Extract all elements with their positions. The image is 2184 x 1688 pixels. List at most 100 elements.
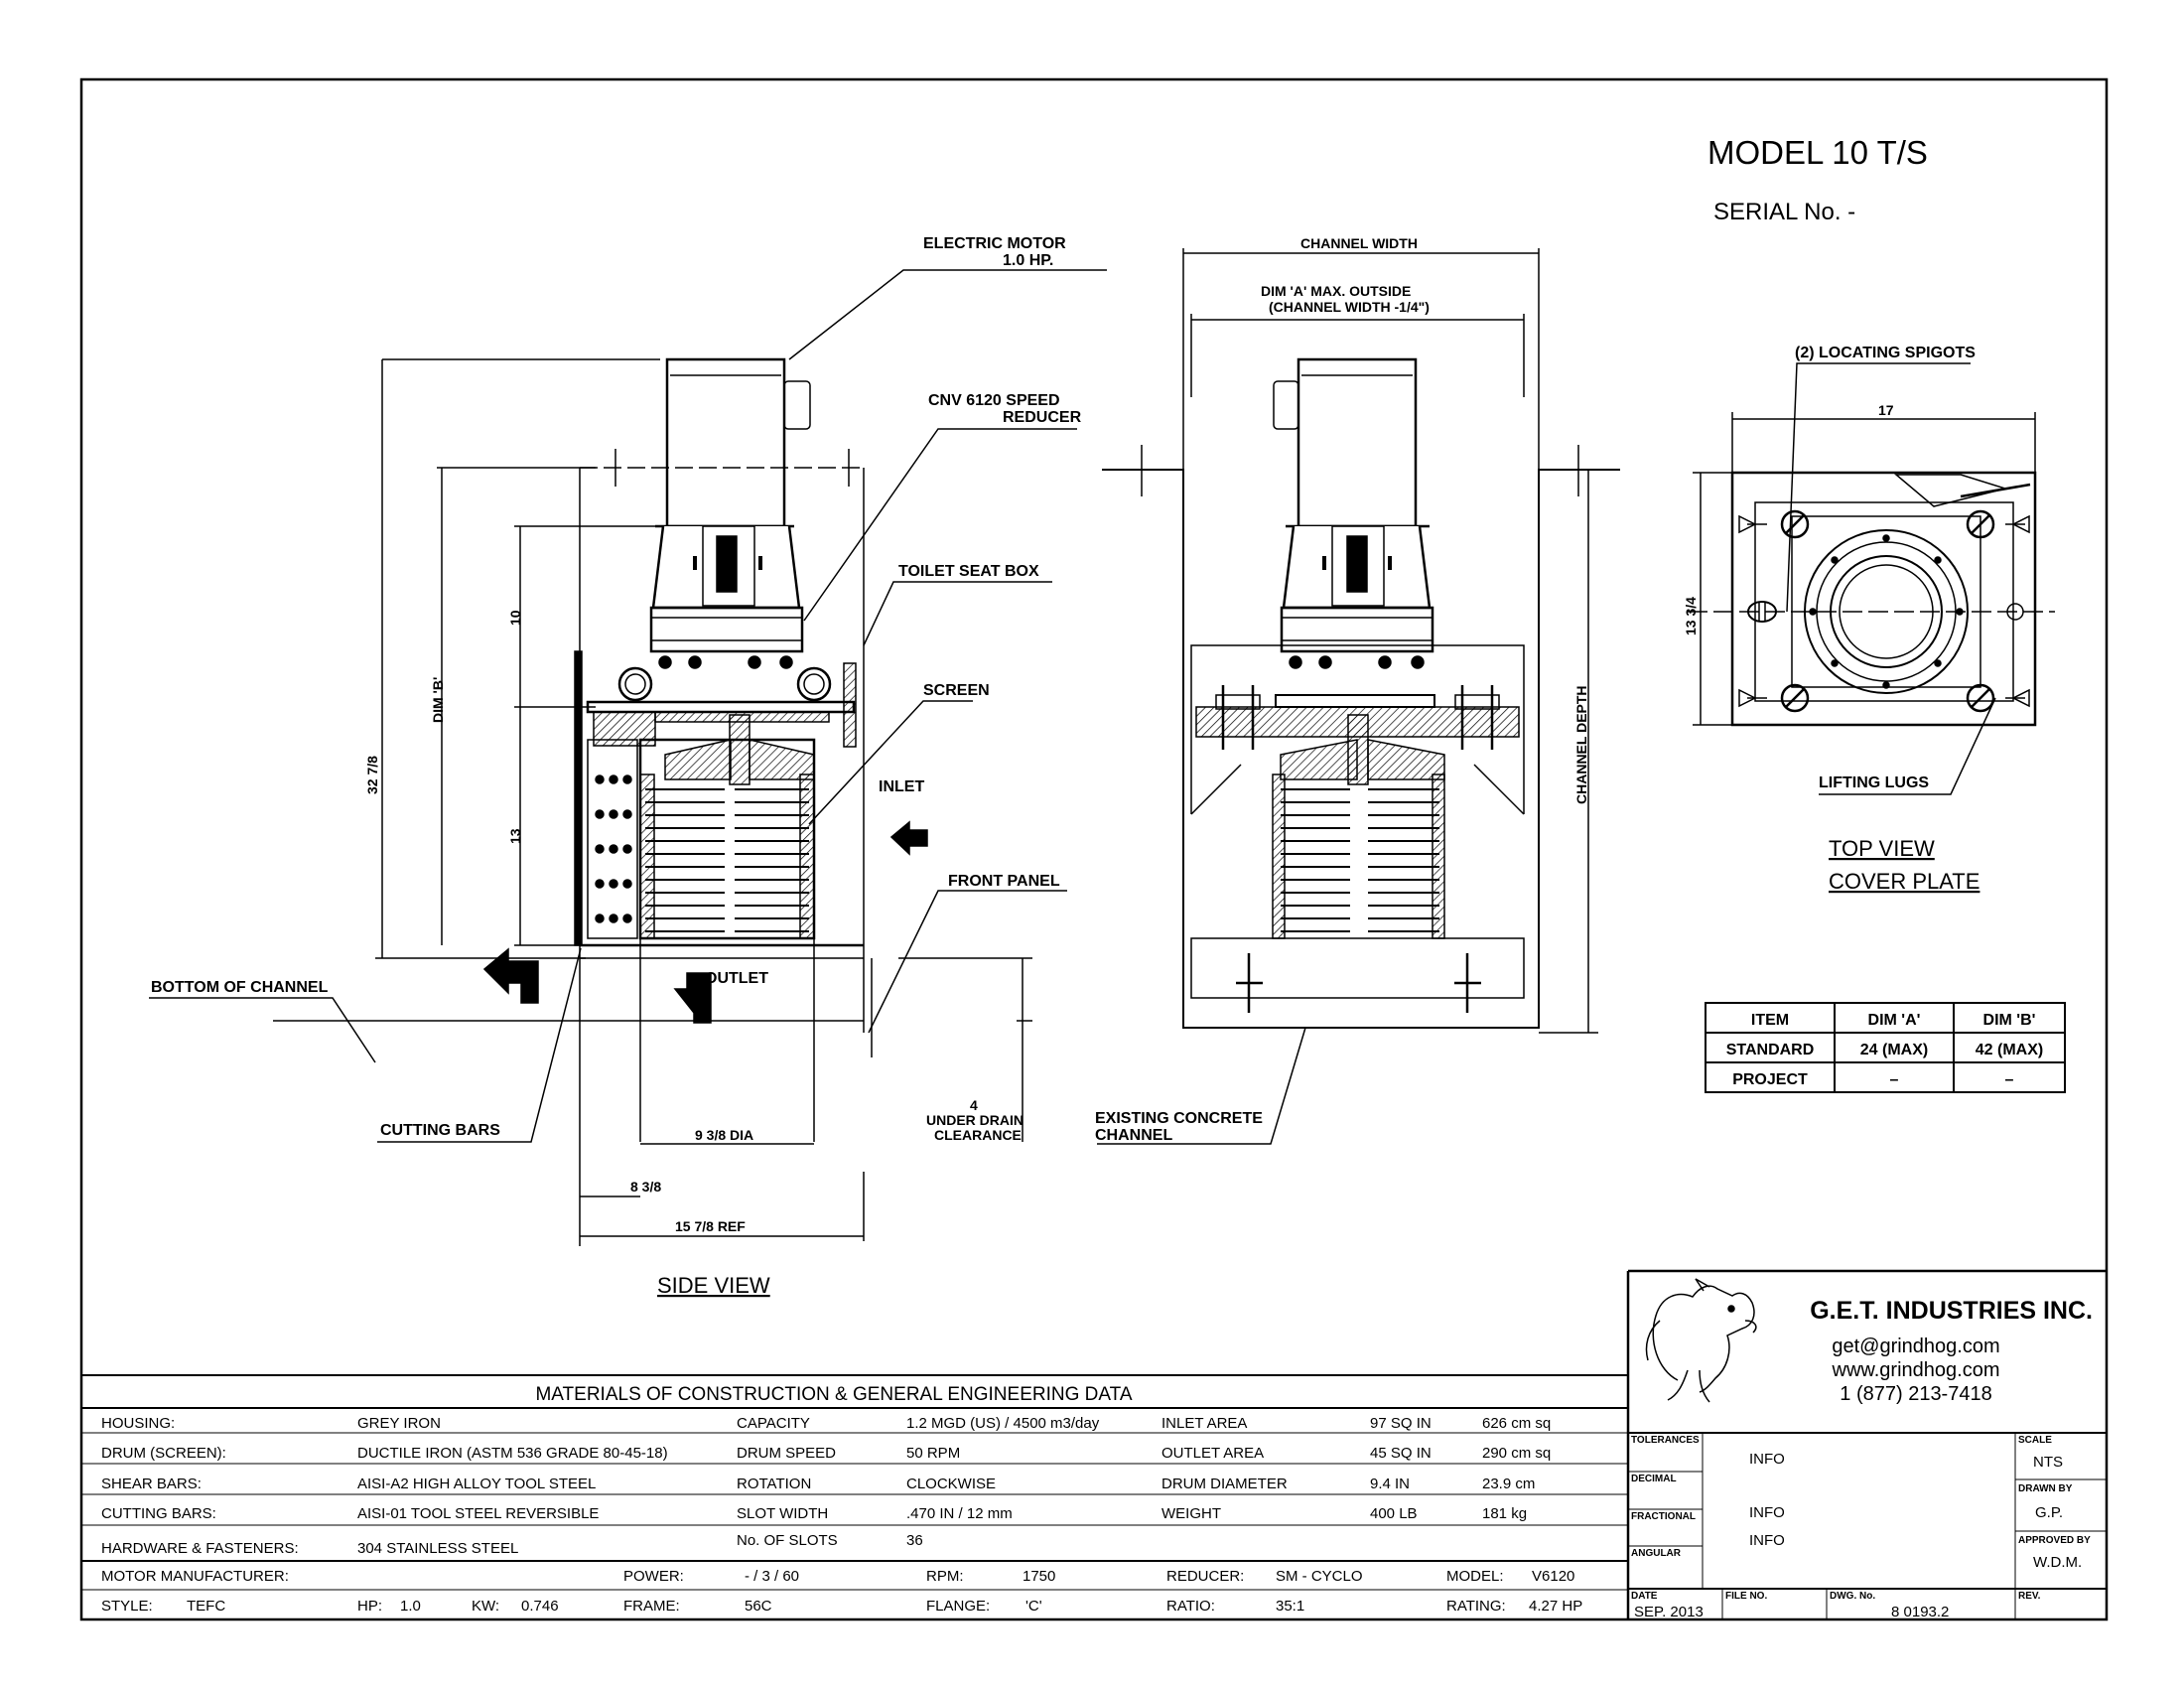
label-channel-width: CHANNEL WIDTH — [1300, 235, 1418, 251]
tb-scale-label: SCALE — [2018, 1435, 2052, 1446]
tb-scale: NTS — [2033, 1454, 2063, 1471]
label-reducer: REDUCER — [1003, 409, 1082, 426]
cover-plate-title: COVER PLATE — [1829, 869, 1979, 894]
front-view-labels: CHANNEL WIDTH DIM 'A' MAX. OUTSIDE (CHAN… — [1095, 235, 1589, 1144]
mat-r0-c2: CAPACITY — [737, 1415, 810, 1432]
materials-table: MATERIALS OF CONSTRUCTION & GENERAL ENGI… — [81, 1271, 1628, 1619]
dim-table-standard-b: 42 (MAX) — [1976, 1042, 2043, 1058]
dim-table-project: PROJECT — [1732, 1071, 1808, 1088]
tb-info-1: INFO — [1749, 1451, 1785, 1468]
dim-table-project-b: – — [2005, 1071, 2014, 1088]
dim-10: 10 — [507, 610, 523, 626]
mat-r2-c1: AISI-A2 HIGH ALLOY TOOL STEEL — [357, 1476, 596, 1492]
label-channel-depth: CHANNEL DEPTH — [1573, 685, 1589, 804]
side-view — [149, 270, 1107, 1246]
company-phone: 1 (877) 213-7418 — [1840, 1383, 1991, 1405]
dim-17: 17 — [1878, 402, 1894, 418]
title-block: G.E.T. INDUSTRIES INC. get@grindhog.com … — [1628, 1271, 2107, 1620]
label-toilet-seat-box: TOILET SEAT BOX — [898, 563, 1039, 580]
label-outlet: OUTLET — [705, 970, 768, 987]
tb-rev-label: REV. — [2018, 1591, 2041, 1602]
motor-reducer-value: SM - CYCLO — [1276, 1568, 1363, 1585]
flange-value: 'C' — [1025, 1598, 1042, 1615]
dim-9-3-8-dia: 9 3/8 DIA — [695, 1127, 753, 1143]
tb-drawn-label: DRAWN BY — [2018, 1483, 2073, 1494]
label-screen: SCREEN — [923, 682, 990, 699]
style-value: TEFC — [187, 1598, 225, 1615]
dim-table-header-b: DIM 'B' — [1983, 1012, 2036, 1029]
mat-r2-c4: DRUM DIAMETER — [1161, 1476, 1288, 1492]
tb-decimal: DECIMAL — [1631, 1474, 1677, 1484]
dim-b: DIM 'B' — [430, 677, 446, 723]
dim-table-header-item: ITEM — [1751, 1012, 1789, 1029]
label-dim-a: DIM 'A' MAX. OUTSIDE — [1261, 283, 1411, 299]
hp-label: HP: — [357, 1598, 382, 1615]
dim-13-3-4: 13 3/4 — [1683, 597, 1699, 635]
dim-32-7-8: 32 7/8 — [364, 756, 380, 794]
dim-13: 13 — [507, 828, 523, 844]
mat-r2-c2: ROTATION — [737, 1476, 811, 1492]
mat-r4-c0: HARDWARE & FASTENERS: — [101, 1540, 299, 1557]
ratio-value: 35:1 — [1276, 1598, 1304, 1615]
tb-info-3: INFO — [1749, 1532, 1785, 1549]
mat-r0-c1: GREY IRON — [357, 1415, 441, 1432]
mat-r0-c4: INLET AREA — [1161, 1415, 1247, 1432]
mat-r3-c2: SLOT WIDTH — [737, 1505, 828, 1522]
mat-r1-c1: DUCTILE IRON (ASTM 536 GRADE 80-45-18) — [357, 1445, 668, 1462]
dim-8-3-8: 8 3/8 — [630, 1179, 661, 1195]
label-speed-reducer: CNV 6120 SPEED — [928, 392, 1060, 409]
mat-r2-c5: 9.4 IN — [1370, 1476, 1410, 1492]
label-existing-concrete: EXISTING CONCRETE — [1095, 1110, 1263, 1127]
mat-r2-c0: SHEAR BARS: — [101, 1476, 202, 1492]
mat-r3-c0: CUTTING BARS: — [101, 1505, 216, 1522]
model-title: MODEL 10 T/S — [1707, 134, 1928, 171]
company-email: get@grindhog.com — [1832, 1336, 1999, 1357]
motor-rpm-value: 1750 — [1023, 1568, 1055, 1585]
mat-r4-c3: 36 — [906, 1532, 923, 1549]
tb-date-label: DATE — [1631, 1591, 1658, 1602]
motor-power-value: - / 3 / 60 — [745, 1568, 799, 1585]
hp-value: 1.0 — [400, 1598, 421, 1615]
ratio-label: RATIO: — [1166, 1598, 1215, 1615]
mat-r2-c3: CLOCKWISE — [906, 1476, 996, 1492]
rating-value: 4.27 HP — [1529, 1598, 1582, 1615]
tb-dwg: 8 0193.2 — [1891, 1604, 1949, 1620]
mat-r1-c6: 290 cm sq — [1482, 1445, 1551, 1462]
mat-r2-c6: 23.9 cm — [1482, 1476, 1535, 1492]
label-under-drain: UNDER DRAIN — [926, 1112, 1024, 1128]
dim-table-header-a: DIM 'A' — [1868, 1012, 1921, 1029]
mat-r0-c5: 97 SQ IN — [1370, 1415, 1432, 1432]
serial-number: SERIAL No. - — [1713, 199, 1855, 225]
side-view-labels: ELECTRIC MOTOR 1.0 HP. CNV 6120 SPEED RE… — [151, 235, 1082, 1298]
tb-date: SEP. 2013 — [1634, 1604, 1704, 1620]
label-locating-spigots: (2) LOCATING SPIGOTS — [1795, 345, 1976, 361]
top-view-labels: (2) LOCATING SPIGOTS 17 13 3/4 LIFTING L… — [1683, 345, 1979, 894]
style-label: STYLE: — [101, 1598, 153, 1615]
motor-reducer-label: REDUCER: — [1166, 1568, 1244, 1585]
sheet-border — [81, 79, 2107, 1619]
motor-manufacturer-label: MOTOR MANUFACTURER: — [101, 1568, 289, 1585]
mat-r0-c0: HOUSING: — [101, 1415, 175, 1432]
tb-approved-label: APPROVED BY — [2018, 1535, 2091, 1546]
motor-rpm-label: RPM: — [926, 1568, 964, 1585]
kw-value: 0.746 — [521, 1598, 559, 1615]
mat-r1-c0: DRUM (SCREEN): — [101, 1445, 226, 1462]
top-view-title: TOP VIEW — [1829, 836, 1935, 861]
label-inlet: INLET — [879, 778, 924, 795]
tb-angular: ANGULAR — [1631, 1548, 1682, 1559]
boar-logo-icon — [1647, 1279, 1756, 1402]
motor-model-label: MODEL: — [1446, 1568, 1504, 1585]
label-bottom-of-channel: BOTTOM OF CHANNEL — [151, 979, 329, 996]
mat-r1-c2: DRUM SPEED — [737, 1445, 836, 1462]
mat-r3-c5: 400 LB — [1370, 1505, 1418, 1522]
mat-r3-c6: 181 kg — [1482, 1505, 1527, 1522]
rating-label: RATING: — [1446, 1598, 1506, 1615]
label-clearance: CLEARANCE — [934, 1127, 1022, 1143]
tb-approved: W.D.M. — [2033, 1554, 2082, 1571]
side-view-title: SIDE VIEW — [657, 1273, 770, 1298]
mat-r0-c3: 1.2 MGD (US) / 4500 m3/day — [906, 1415, 1100, 1432]
label-motor-hp: 1.0 HP. — [1003, 252, 1053, 269]
flange-label: FLANGE: — [926, 1598, 990, 1615]
label-electric-motor: ELECTRIC MOTOR — [923, 235, 1066, 252]
